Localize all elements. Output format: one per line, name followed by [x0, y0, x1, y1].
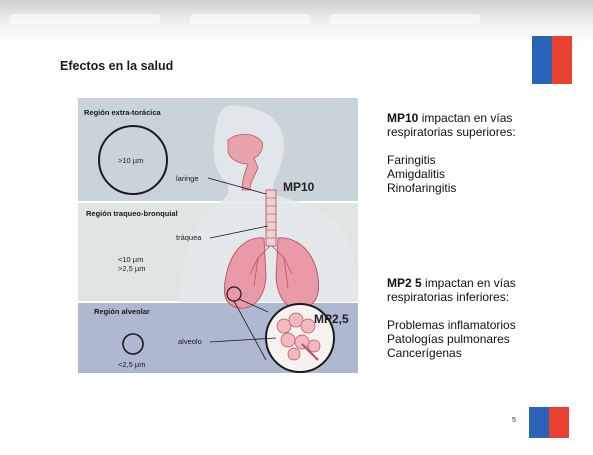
list-item: Cancerígenas	[387, 346, 462, 360]
slide-title: Efectos en la salud	[60, 59, 174, 73]
region-alveolar-label: Región alveolar	[94, 307, 150, 316]
traquea-label: tráquea	[176, 233, 202, 242]
flag-red-block	[549, 407, 569, 438]
list-item: Amigdalitis	[387, 167, 446, 181]
size-large-label: >10 µm	[118, 156, 144, 165]
page-number: 5	[512, 417, 516, 424]
mp25-effects-list: Problemas inflamatorios Patologías pulmo…	[387, 318, 577, 360]
size-mid-label-b: >2,5 µm	[118, 264, 146, 273]
flag-logo-bottom	[529, 407, 569, 438]
mp10-heading-rest: impactan en vías	[418, 111, 513, 125]
mp25-figure-label: MP2,5	[314, 312, 349, 326]
size-small-label: <2,5 µm	[118, 360, 146, 369]
respiratory-illustration	[78, 98, 358, 373]
mp25-heading-rest: impactan en vías	[421, 276, 516, 290]
list-item: Patologías pulmonares	[387, 332, 510, 346]
alveolo-label: alveolo	[178, 337, 202, 346]
flag-logo-top	[532, 36, 572, 84]
mp10-heading-line2: respiratorias superiores:	[387, 125, 516, 139]
mp10-text-block: MP10 impactan en vías respiratorias supe…	[387, 111, 577, 195]
mp25-text-block: MP2 5 impactan en vías respiratorias inf…	[387, 276, 577, 360]
flag-blue-block	[532, 36, 552, 84]
mp10-heading-bold: MP10	[387, 111, 419, 125]
mp10-figure-label: MP10	[283, 180, 315, 194]
region-extra-thoracic-label: Región extra-torácica	[84, 108, 161, 117]
mp10-heading: MP10 impactan en vías	[387, 111, 577, 125]
region-tracheobronchial-label: Región traqueo-bronquial	[86, 209, 178, 218]
respiratory-figure: Región extra-torácica >10 µm laringe MP1…	[78, 98, 358, 373]
list-item: Faringitis	[387, 153, 436, 167]
mp25-heading-bold: MP2 5	[387, 276, 422, 290]
list-item: Problemas inflamatorios	[387, 318, 516, 332]
flag-blue-block	[529, 407, 549, 438]
mp25-heading: MP2 5 impactan en vías	[387, 276, 577, 290]
mp10-effects-list: Faringitis Amigdalitis Rinofaringitis	[387, 153, 577, 195]
list-item: Rinofaringitis	[387, 181, 457, 195]
flag-red-block	[552, 36, 572, 84]
mp25-heading-line2: respiratorias inferiores:	[387, 290, 510, 304]
laringe-label: laringe	[176, 174, 199, 183]
slide-header-band	[0, 0, 593, 44]
size-mid-label-a: <10 µm	[118, 255, 144, 264]
